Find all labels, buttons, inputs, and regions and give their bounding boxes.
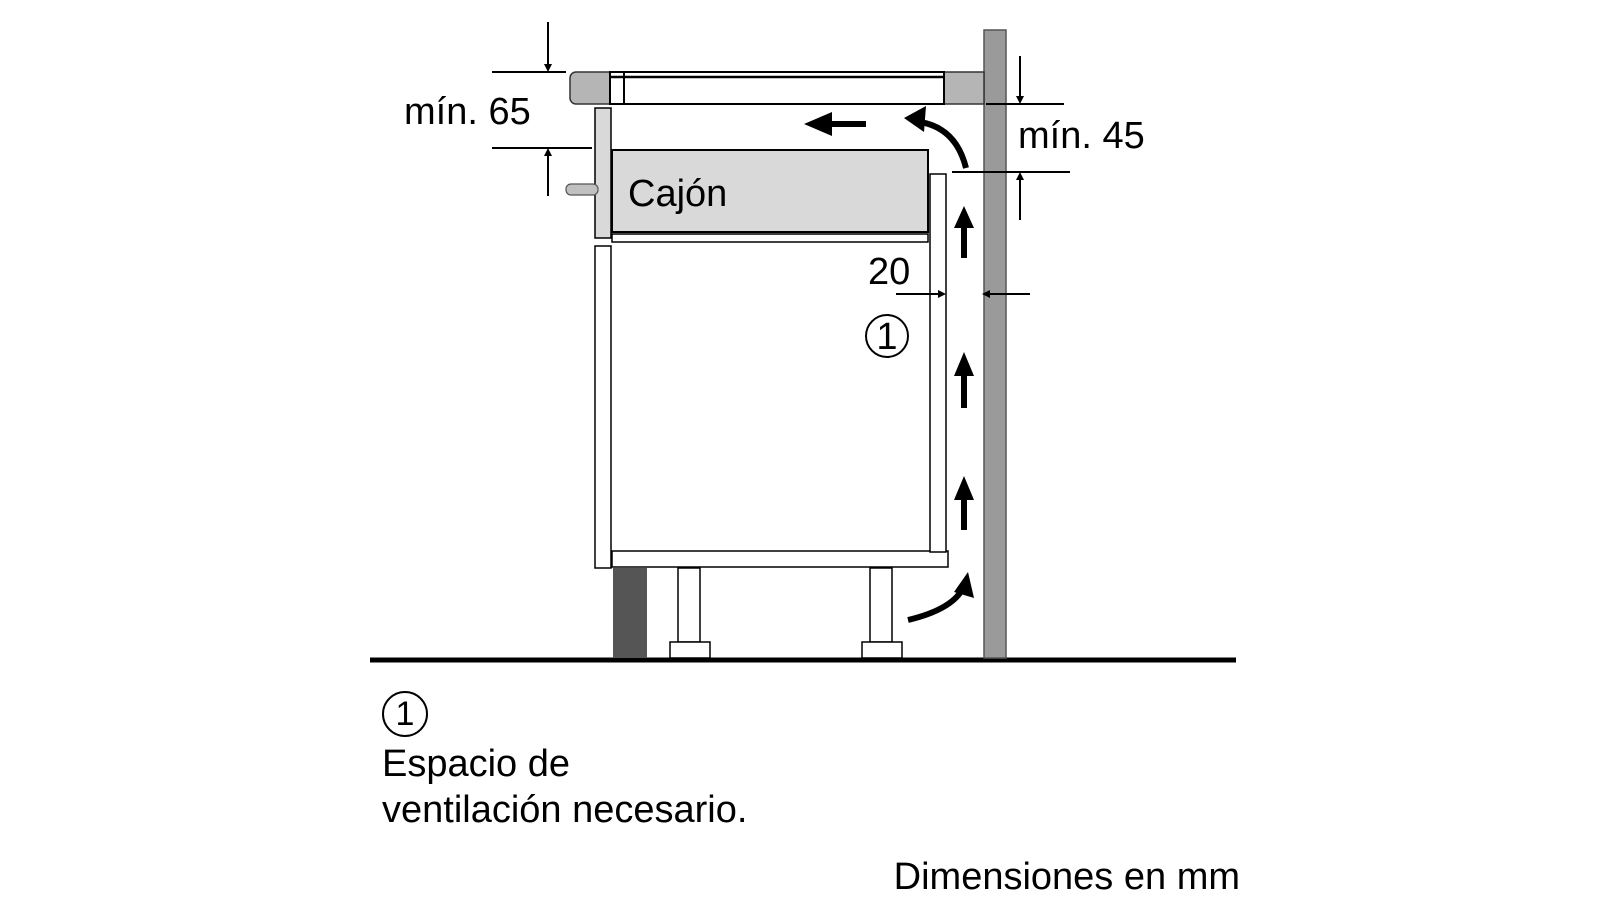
cabinet-leg bbox=[669, 567, 711, 659]
shelf bbox=[611, 233, 929, 243]
cabinet-front-panel bbox=[594, 107, 612, 239]
wall bbox=[983, 29, 1007, 659]
cabinet-back-panel bbox=[929, 173, 947, 553]
airflow-arrow-left bbox=[804, 112, 866, 136]
dimension-top bbox=[492, 22, 592, 196]
callout-number: 1 bbox=[876, 316, 897, 358]
airflow-arrow-up bbox=[954, 476, 974, 530]
callout-marker: 1 bbox=[865, 314, 909, 358]
cabinet-leg bbox=[861, 567, 903, 659]
airflow-arrow-up bbox=[954, 352, 974, 408]
units-note: Dimensiones en mm bbox=[893, 856, 1240, 898]
dimension-wall-label: mín. 45 bbox=[1018, 115, 1145, 157]
drawer bbox=[611, 149, 929, 233]
dimension-top-label: mín. 65 bbox=[404, 91, 531, 133]
legend-line-1: Espacio de bbox=[382, 743, 571, 785]
airflow-arrow-curve-bottom bbox=[907, 572, 974, 623]
cabinet-door bbox=[594, 245, 612, 569]
drawer-handle bbox=[565, 183, 599, 196]
dimension-gap-label: 20 bbox=[868, 251, 910, 293]
legend: 1 Espacio de ventilación necesario. bbox=[382, 690, 747, 833]
legend-number: 1 bbox=[382, 691, 428, 737]
cabinet-bottom bbox=[611, 550, 949, 568]
drawer-label: Cajón bbox=[628, 173, 727, 215]
plinth bbox=[613, 568, 647, 658]
dimension-wall bbox=[952, 56, 1070, 220]
airflow-arrow-curve-top bbox=[904, 106, 969, 169]
legend-line-2: ventilación necesario. bbox=[382, 789, 748, 831]
airflow-arrow-up bbox=[954, 206, 974, 258]
